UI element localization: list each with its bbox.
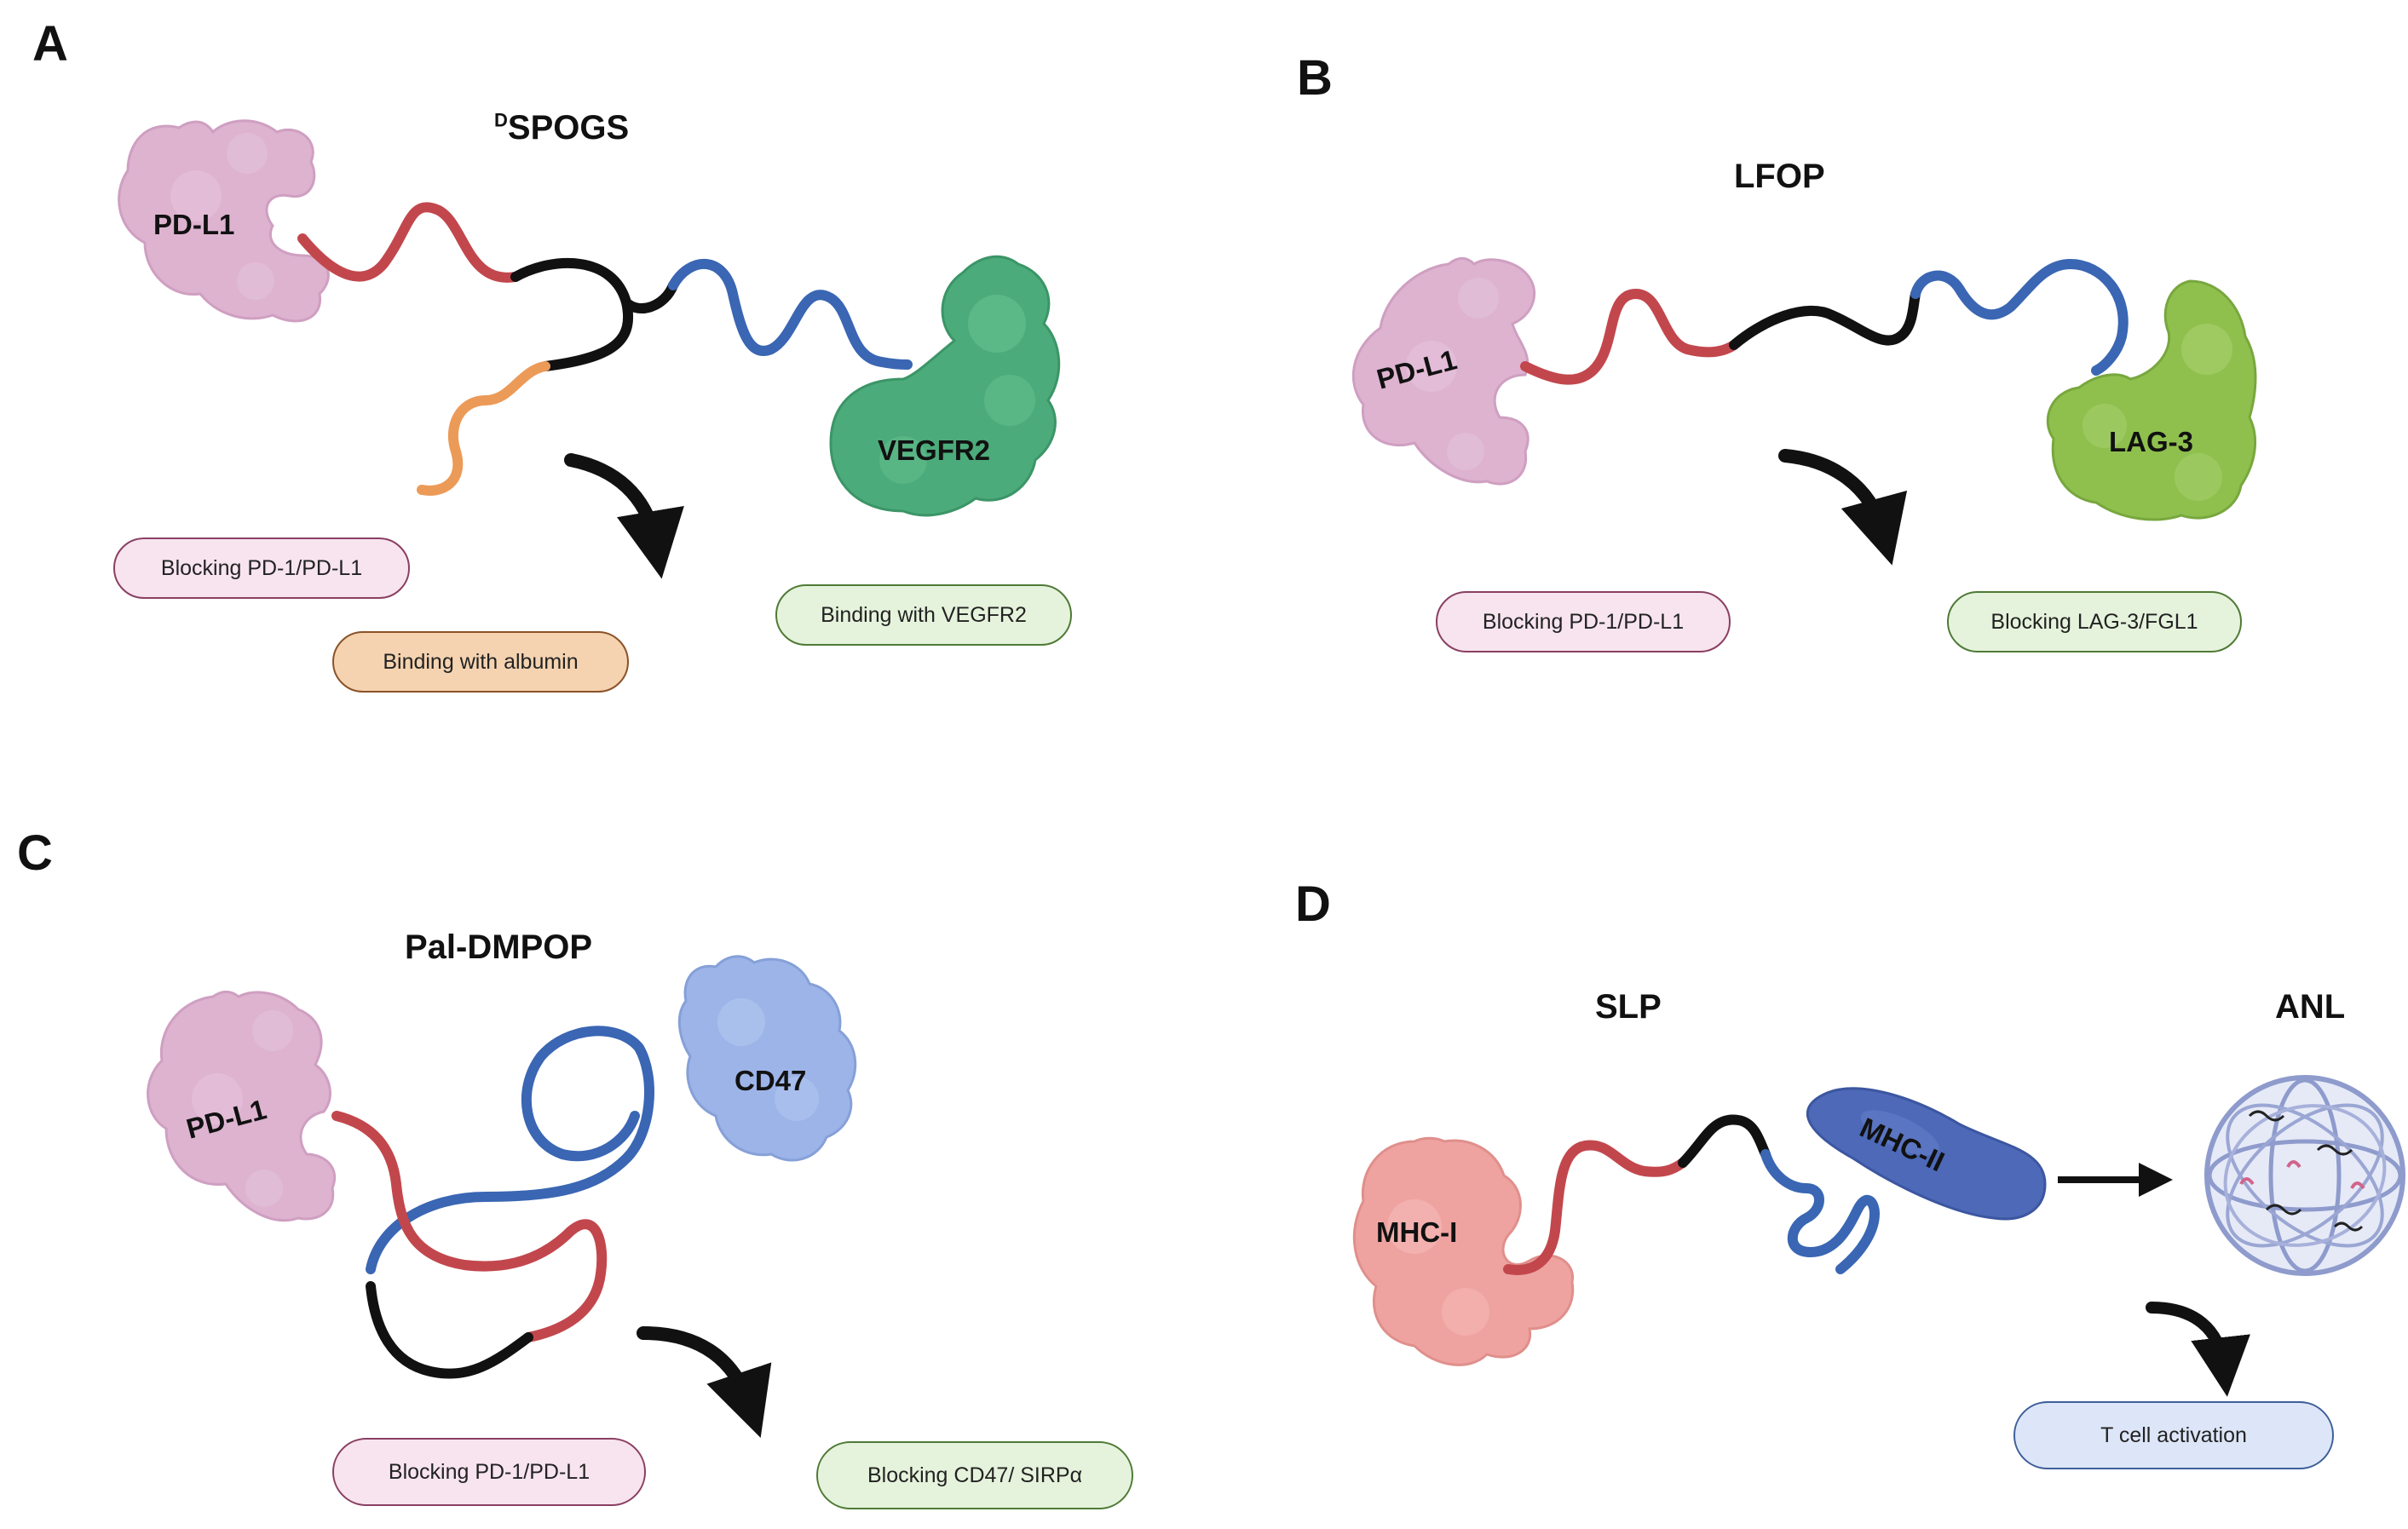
panel-letter-d: D xyxy=(1295,877,1331,932)
title-a: DSPOGS xyxy=(494,109,629,147)
label-mhc1: MHC-I xyxy=(1376,1216,1458,1248)
panel-letter-a: A xyxy=(32,16,68,72)
strand-blue-a xyxy=(668,259,913,370)
strand-black-b xyxy=(1729,289,1921,350)
mhc1-protein xyxy=(1352,1136,1575,1366)
pill-blocking-lag3: Blocking LAG-3/FGL1 xyxy=(1947,591,2242,652)
title-c: Pal-DMPOP xyxy=(405,928,593,966)
title-a-superscript: D xyxy=(494,109,508,131)
strand-orange-a xyxy=(417,361,550,496)
curved-arrow-b xyxy=(1778,449,1908,566)
label-vegfr2: VEGFR2 xyxy=(878,434,991,466)
title-b: LFOP xyxy=(1734,158,1825,195)
pill-binding-albumin: Binding with albumin xyxy=(332,631,629,693)
pill-binding-vegfr2: Binding with VEGFR2 xyxy=(775,584,1072,646)
cd47-protein xyxy=(677,955,857,1162)
strand-red-a xyxy=(297,202,521,283)
label-cd47: CD47 xyxy=(734,1065,807,1096)
pill-blocking-pd1-c: Blocking PD-1/PD-L1 xyxy=(332,1438,646,1506)
pill-blocking-pd1-a: Blocking PD-1/PD-L1 xyxy=(113,537,410,599)
lag3-protein xyxy=(2046,279,2257,521)
curved-arrow-a xyxy=(564,453,684,579)
anl-nanoparticle xyxy=(2204,1075,2405,1276)
mhc2-protein xyxy=(1806,1087,2047,1221)
strand-red-b xyxy=(1520,288,1739,385)
strand-black-c xyxy=(366,1281,533,1379)
label-pdl1-a: PD-L1 xyxy=(153,209,235,240)
strand-blue-c xyxy=(366,1026,654,1274)
title-d-slp: SLP xyxy=(1595,988,1662,1026)
vegfr2-protein xyxy=(829,255,1061,517)
pdl1-protein-c xyxy=(147,990,337,1222)
pill-blocking-pd1-b: Blocking PD-1/PD-L1 xyxy=(1436,591,1731,652)
title-a-main: SPOGS xyxy=(507,109,630,147)
pill-t-cell-activation: T cell activation xyxy=(2013,1401,2334,1469)
curved-arrow-c xyxy=(637,1326,772,1438)
pdl1-protein-b xyxy=(1351,256,1536,486)
strand-red-c xyxy=(331,1111,608,1342)
strand-black-d xyxy=(1678,1114,1771,1168)
strand-blue-b xyxy=(1910,258,2129,376)
curved-arrow-d xyxy=(2146,1302,2250,1397)
panel-letter-b: B xyxy=(1297,50,1333,106)
pill-blocking-cd47: Blocking CD47/ SIRPα xyxy=(816,1441,1133,1509)
strand-blue-d xyxy=(1760,1149,1881,1274)
strand-black-a xyxy=(510,257,678,371)
panel-letter-c: C xyxy=(17,825,53,881)
strand-red-d xyxy=(1503,1140,1688,1275)
title-d-anl: ANL xyxy=(2275,988,2346,1026)
label-lag3: LAG-3 xyxy=(2109,426,2193,457)
